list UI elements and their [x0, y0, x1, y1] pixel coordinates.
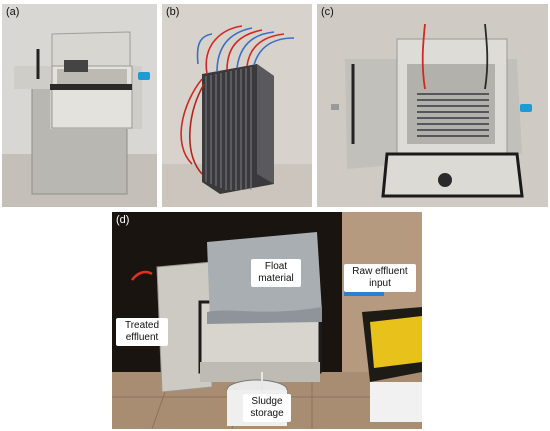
callout-treated-effluent: Treated effluent	[116, 318, 168, 346]
callout-treated-line1: Treated	[124, 320, 160, 331]
callout-treated-line2: effluent	[125, 332, 159, 343]
callout-raw-line2: input	[369, 278, 391, 289]
panel-c-label: (c)	[321, 6, 334, 18]
photo-panel-b: (b)	[162, 4, 312, 207]
photo-c-illustration	[317, 4, 548, 207]
photo-panel-c: (c)	[317, 4, 548, 207]
callout-sludge-line2: storage	[250, 408, 284, 419]
photo-d-illustration	[112, 212, 422, 429]
callout-float-material: Float material	[251, 259, 301, 287]
panel-a-label: (a)	[6, 6, 20, 18]
callout-float-line1: Float	[264, 261, 288, 272]
panel-d-label: (d)	[116, 214, 130, 226]
callout-sludge-storage: Sludge storage	[243, 394, 291, 422]
photo-b-illustration	[162, 4, 312, 207]
photo-panel-d: (d) Float material Raw effluent input Tr…	[112, 212, 422, 429]
callout-raw-effluent-input: Raw effluent input	[344, 264, 416, 292]
callout-float-line2: material	[258, 273, 294, 284]
callout-sludge-line1: Sludge	[251, 396, 283, 407]
callout-raw-line1: Raw effluent	[352, 266, 408, 277]
panel-b-label: (b)	[166, 6, 180, 18]
photo-a-illustration	[2, 4, 157, 207]
photo-panel-a: (a)	[2, 4, 157, 207]
